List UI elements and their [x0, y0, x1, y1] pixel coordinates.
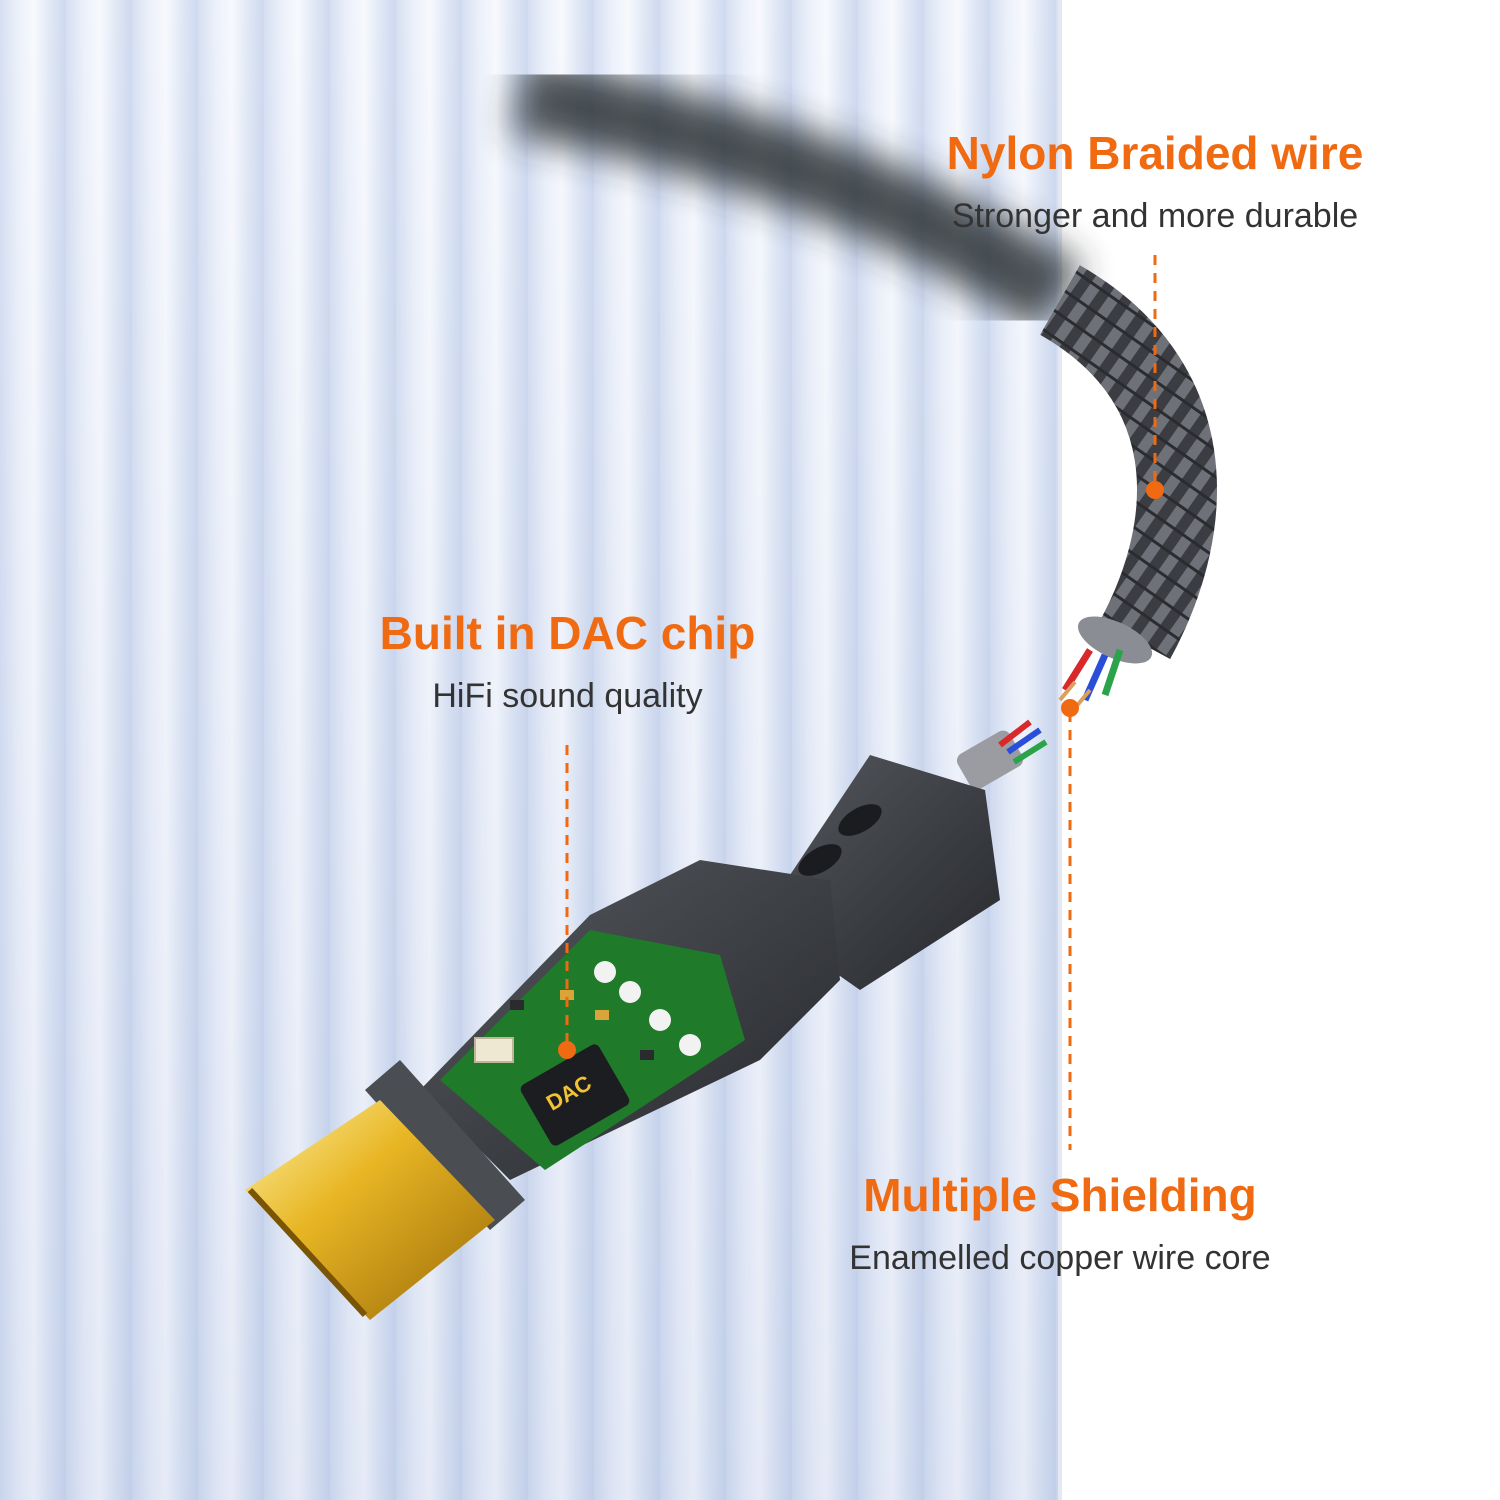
callout-nylon: Nylon Braided wire Stronger and more dur… — [900, 128, 1410, 236]
callout-subtitle: HiFi sound quality — [432, 676, 703, 715]
callout-subtitle: Stronger and more durable — [951, 196, 1359, 235]
usb-c-plug — [245, 1100, 495, 1320]
callout-title: Nylon Braided wire — [946, 127, 1364, 179]
pcb-board: DAC — [440, 930, 745, 1170]
callout-title: Built in DAC chip — [379, 607, 756, 659]
connector-collar — [365, 1060, 525, 1230]
braided-cable — [1039, 265, 1217, 660]
ribbed-glass-background — [0, 0, 1060, 1500]
callout-shielding: Multiple Shielding Enamelled copper wire… — [810, 1170, 1310, 1278]
callout-title: Multiple Shielding — [863, 1169, 1257, 1221]
callout-dac: Built in DAC chip HiFi sound quality — [340, 608, 795, 716]
blurred-cable — [512, 55, 1083, 333]
strain-wires — [956, 719, 1048, 790]
callout-subtitle: Enamelled copper wire core — [849, 1238, 1271, 1277]
glass-edge — [1058, 0, 1062, 1500]
